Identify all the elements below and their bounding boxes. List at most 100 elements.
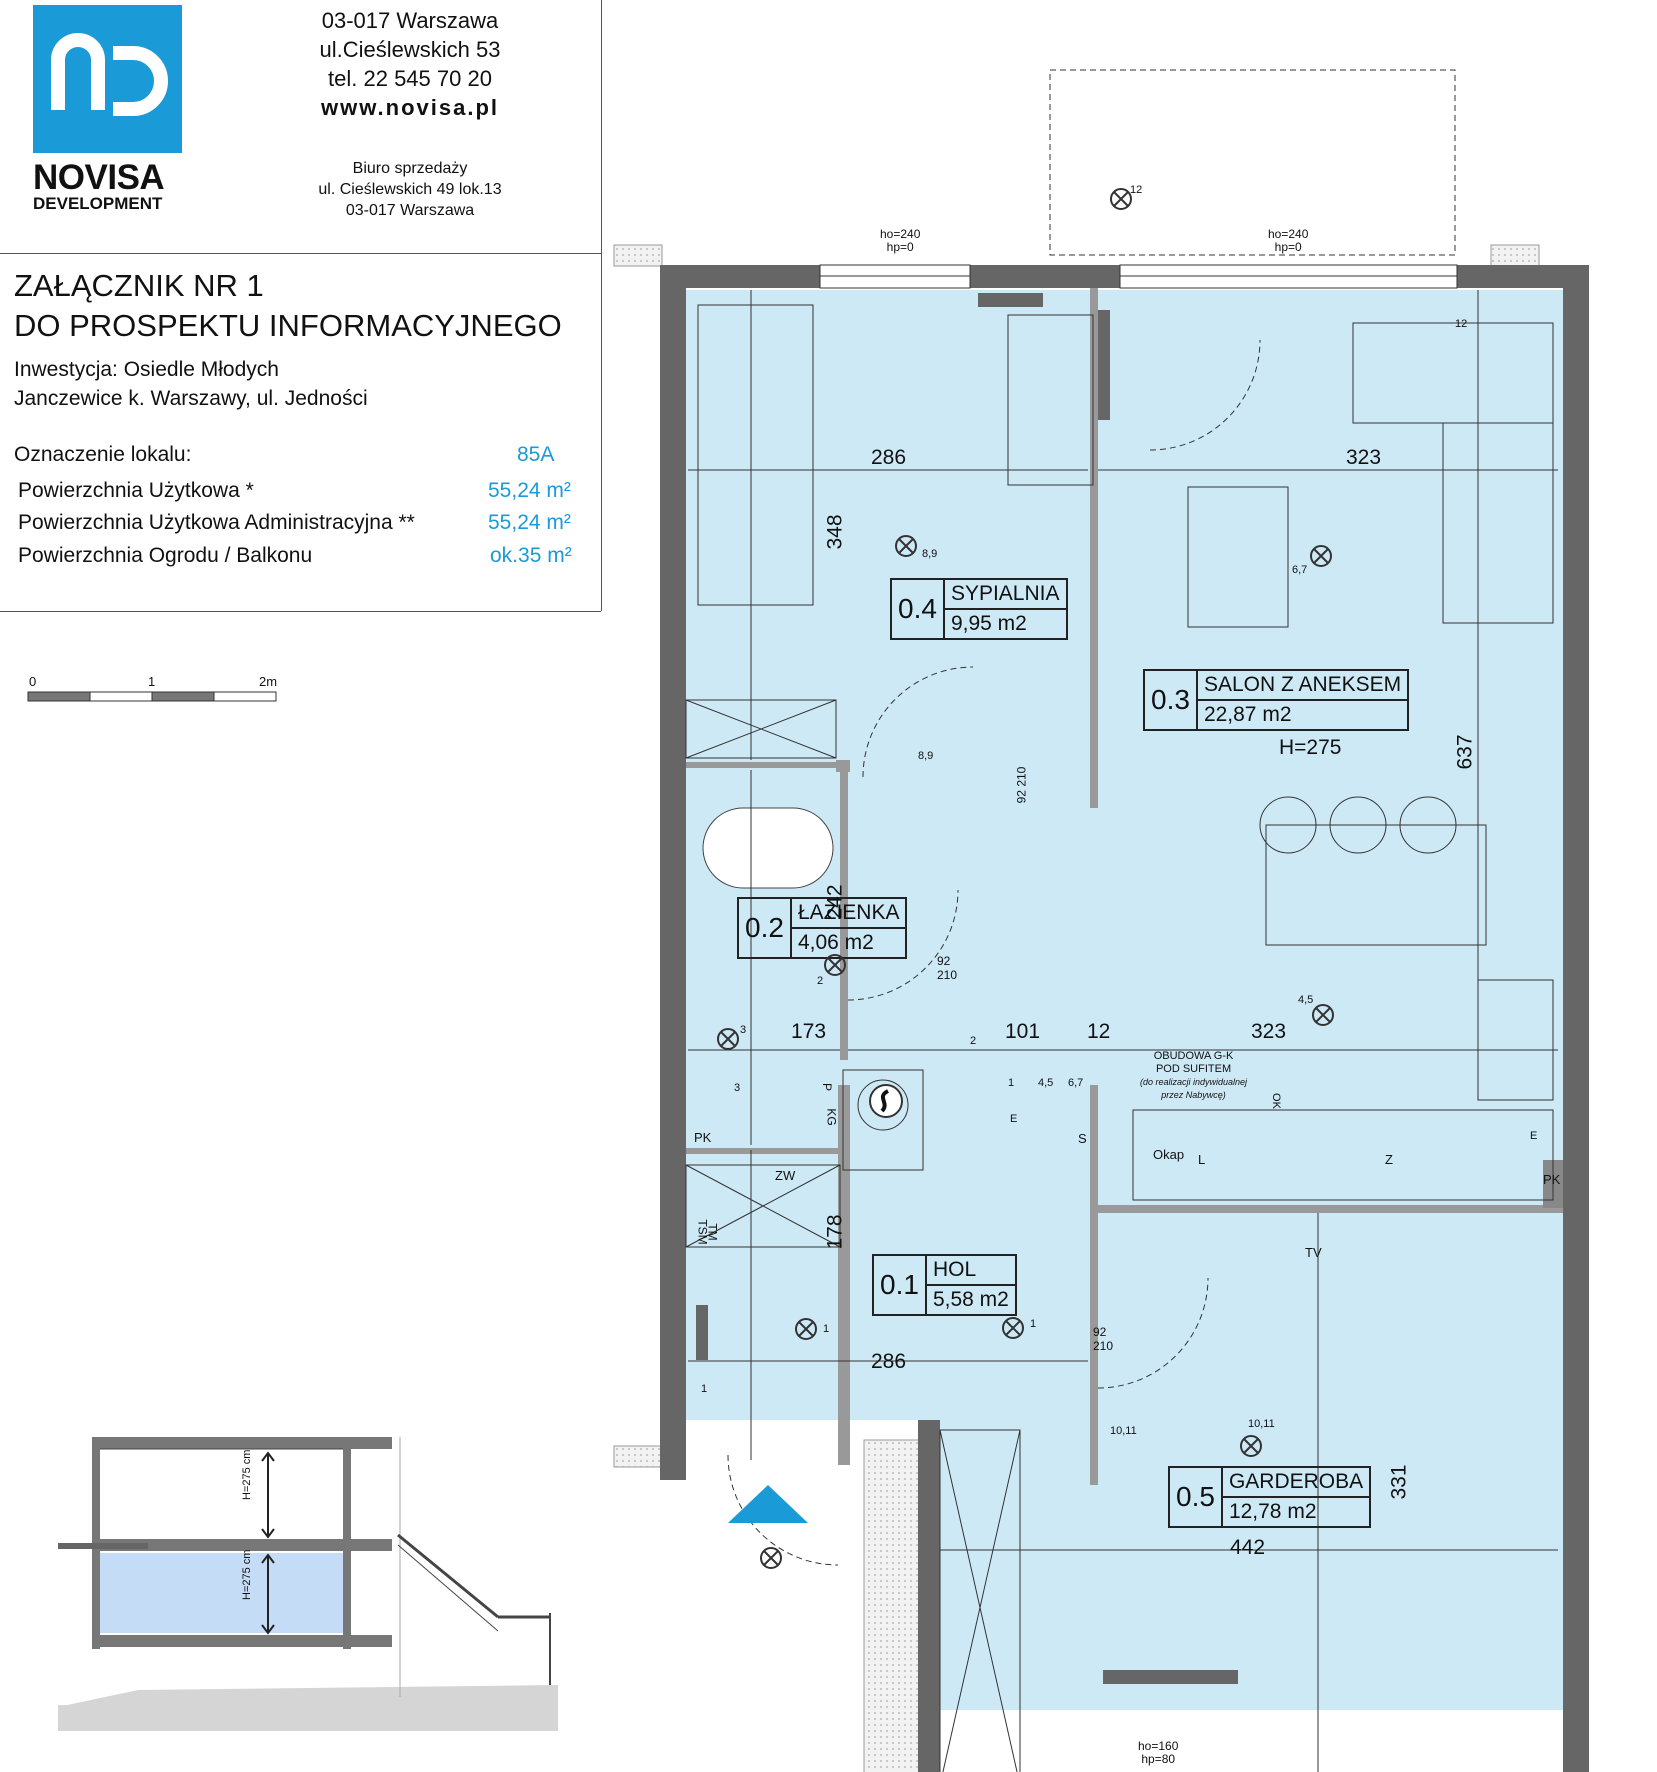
gk-note: OBUDOWA G-K POD SUFITEM (do realizacji i…: [1140, 1050, 1247, 1102]
dimension: 101: [1005, 1020, 1041, 1043]
dimension: 286: [871, 446, 907, 469]
investment-info: Inwestycja: Osiedle Młodych Janczewice k…: [14, 355, 368, 413]
unit-label: Oznaczenie lokalu:: [14, 443, 192, 466]
scale-label: 2m: [259, 674, 278, 689]
office-city: 03-017 Warszawa: [345, 202, 475, 219]
dimension: 178: [823, 1214, 847, 1250]
window-ho: ho=240: [1268, 227, 1309, 241]
washing-machine-icon: [869, 1084, 903, 1118]
dimension: 286: [871, 1350, 907, 1373]
room-label-salon: 0.3 SALON Z ANEKSEM 22,87 m2: [1143, 669, 1410, 731]
circuit-label: 8,9: [922, 548, 938, 560]
company-address: 03-017 Warszawa ul.Cieślewskich 53 tel. …: [280, 6, 540, 122]
room-area: 9,95 m2: [950, 612, 1027, 635]
ceiling-light-icon: [717, 1028, 739, 1050]
logo-mark-icon: nD: [51, 33, 168, 116]
room-name: GARDEROBA: [1222, 1468, 1370, 1498]
mark-l: L: [1198, 1152, 1206, 1167]
window-ho: ho=240: [880, 227, 921, 241]
floor-plan: [613, 69, 1589, 1772]
address-website: www.novisa.pl: [321, 95, 499, 120]
address-phone: tel. 22 545 70 20: [328, 66, 492, 91]
area-garden-label: Powierzchnia Ogrodu / Balkonu: [18, 544, 313, 567]
room-label-sypialnia: 0.4 SYPIALNIA 9,95 m2: [890, 578, 1068, 640]
circuit-label: 2: [970, 1035, 977, 1047]
address-street: ul.Cieślewskich 53: [319, 37, 501, 62]
office-street: ul. Cieślewskich 49 lok.13: [318, 181, 502, 198]
circuit-label: 1: [1030, 1318, 1037, 1330]
circuit-label: 6,7: [1292, 564, 1308, 576]
section-height-upper: H=275 cm: [241, 1449, 253, 1500]
room-name: ŁAZIENKA: [791, 899, 906, 929]
door-label: 92 210: [937, 954, 957, 982]
mark-tv: TV: [1305, 1245, 1322, 1260]
note-line: (do realizacji indywidualnej: [1140, 1077, 1248, 1087]
note-line: OBUDOWA G-K: [1153, 1050, 1234, 1062]
dimension: 442: [1230, 1536, 1266, 1559]
door-height: 210: [1014, 766, 1029, 787]
area-usable-label: Powierzchnia Użytkowa *: [18, 479, 254, 502]
scale-label: 1: [148, 674, 156, 689]
dimension: 323: [1251, 1020, 1287, 1043]
mark-zw: ZW: [775, 1168, 796, 1183]
dimension: 173: [791, 1020, 827, 1043]
dimension: 348: [823, 514, 847, 550]
circuit-label: 3: [734, 1082, 741, 1094]
circuit-label: 6,7: [1068, 1077, 1084, 1089]
dimension: 242: [823, 884, 847, 920]
brand-sub: DEVELOPMENT: [33, 194, 163, 213]
ceiling-light-icon: [795, 1318, 817, 1340]
mark-p: P: [820, 1082, 835, 1092]
circuit-label: 10,11: [1248, 1418, 1275, 1430]
mark-pk: PK: [694, 1130, 712, 1145]
window-label: ho=240 hp=0: [880, 228, 920, 254]
room-number: 0.3: [1145, 671, 1198, 729]
office-title: Biuro sprzedaży: [352, 160, 468, 177]
room-number: 0.1: [874, 1256, 927, 1314]
area-garden-value: ok.35 m²: [490, 544, 572, 567]
dimension: 12: [1087, 1020, 1111, 1043]
circuit-label: OK: [1269, 1093, 1282, 1109]
door-label: 92 210: [1014, 767, 1028, 804]
investment-location: Janczewice k. Warszawy, ul. Jedności: [14, 387, 368, 410]
circuit-label: 4,5: [1298, 994, 1314, 1006]
circuit-label: 12: [1130, 184, 1143, 196]
room-height: H=275: [1279, 736, 1342, 759]
window-ho: ho=160: [1138, 1739, 1179, 1753]
ceiling-light-icon: [1312, 1004, 1334, 1026]
door-height: 210: [1093, 1339, 1114, 1353]
divider: [601, 0, 602, 611]
room-label-garderoba: 0.5 GARDEROBA 12,78 m2: [1168, 1466, 1372, 1528]
door-height: 210: [937, 968, 958, 982]
ceiling-light-icon: [1310, 545, 1332, 567]
room-number: 0.5: [1170, 1468, 1223, 1526]
note-line: POD SUFITEM: [1155, 1063, 1232, 1075]
area-admin-label: Powierzchnia Użytkowa Administracyjna **: [18, 511, 415, 534]
document-title: ZAŁĄCZNIK NR 1 DO PROSPEKTU INFORMACYJNE…: [14, 266, 562, 346]
mark-pk: PK: [1543, 1172, 1561, 1187]
ceiling-light-icon: [760, 1547, 782, 1569]
investment-name: Inwestycja: Osiedle Młodych: [14, 358, 279, 381]
mark-z: Z: [1385, 1152, 1393, 1167]
room-label-lazienka: 0.2 ŁAZIENKA 4,06 m2: [737, 897, 908, 959]
ceiling-light-icon: [895, 535, 917, 557]
address-city: 03-017 Warszawa: [321, 8, 499, 33]
ceiling-light-icon: [1240, 1435, 1262, 1457]
scale-bar: [27, 691, 277, 702]
ceiling-light-icon: [1002, 1317, 1024, 1339]
circuit-label: 2: [817, 975, 824, 987]
room-area: 4,06 m2: [797, 931, 874, 954]
building-section: [58, 1437, 558, 1731]
mark-kg: KG: [824, 1108, 839, 1126]
room-number: 0.2: [739, 899, 792, 957]
title-line: ZAŁĄCZNIK NR 1: [14, 268, 264, 303]
circuit-label: 10,11: [1110, 1425, 1137, 1437]
window-label: ho=240 hp=0: [1268, 228, 1308, 254]
divider: [0, 253, 601, 254]
circuit-label: E: [1010, 1113, 1018, 1125]
window-hp: hp=80: [1141, 1752, 1176, 1766]
circuit-label: 1: [701, 1383, 708, 1395]
logo: nD: [33, 5, 182, 153]
ceiling-light-icon: [824, 954, 846, 976]
circuit-label: E: [1530, 1130, 1538, 1142]
